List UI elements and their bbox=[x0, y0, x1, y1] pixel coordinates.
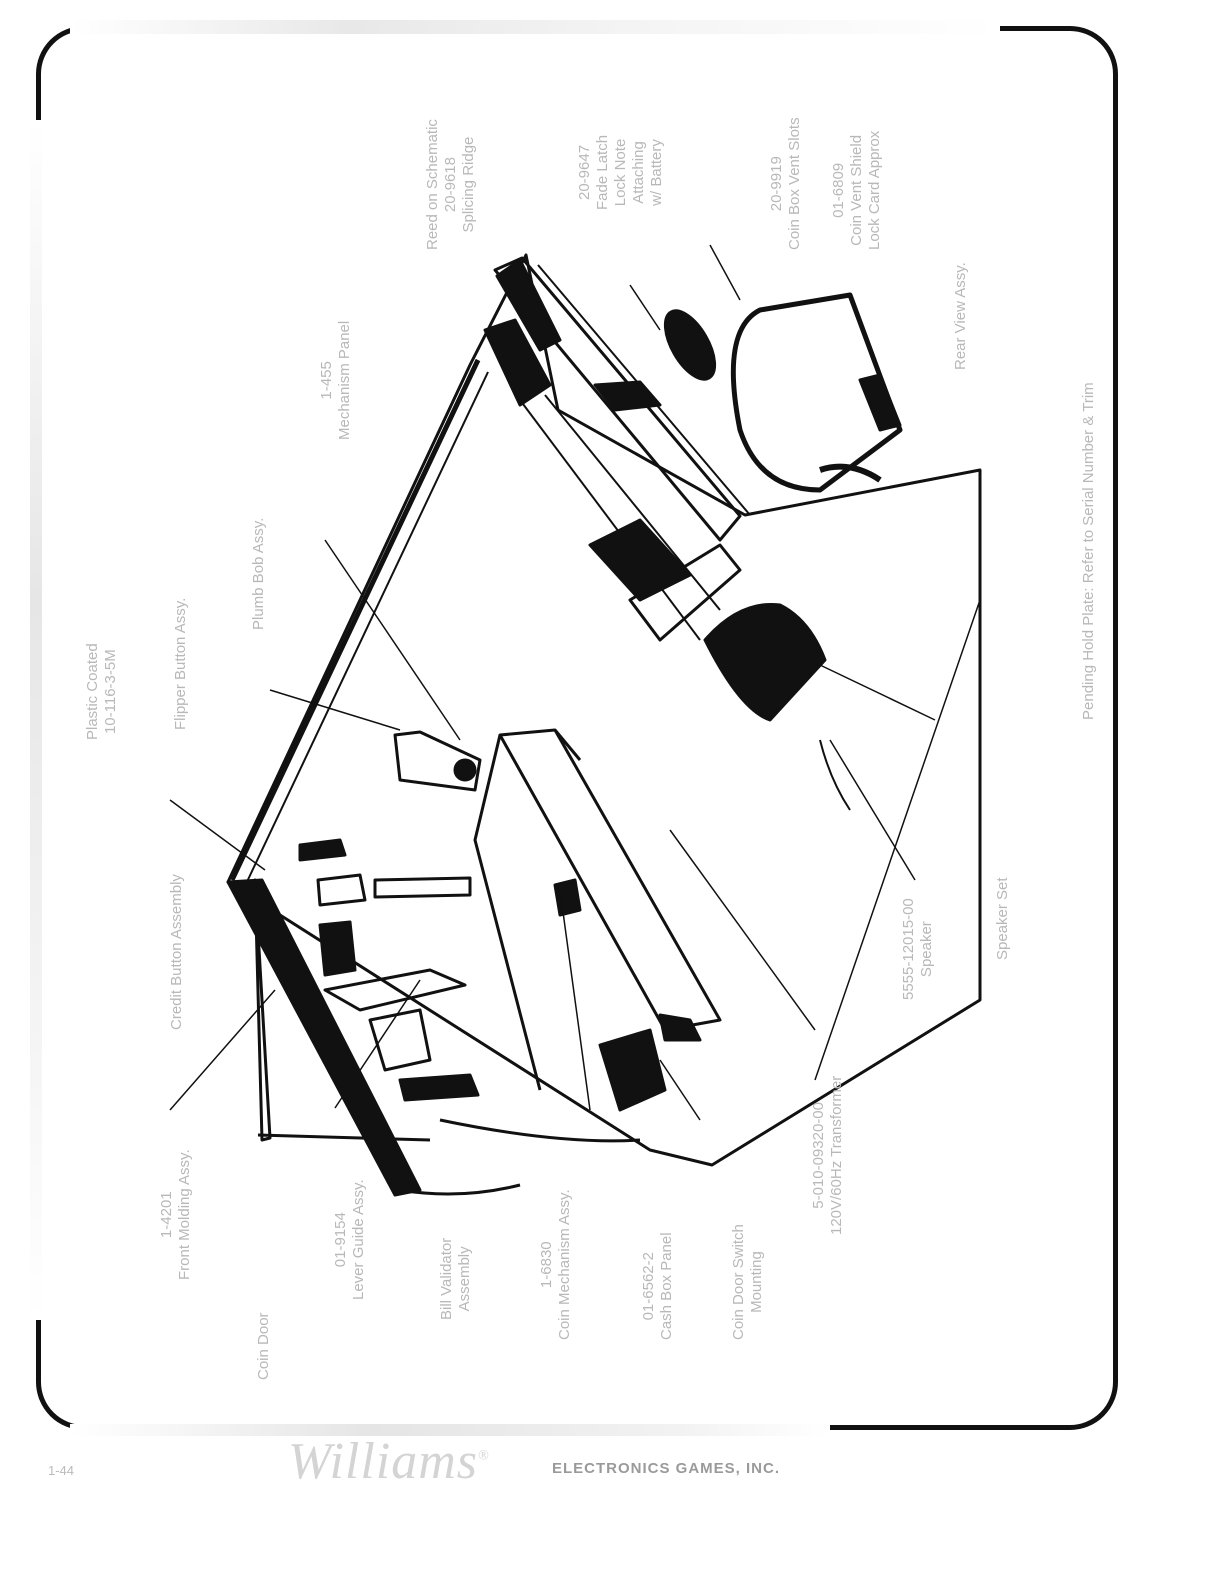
label-flipper-button: Flipper Button Assy. bbox=[172, 597, 189, 730]
cabinet-floor-outline bbox=[226, 253, 982, 1167]
scan-fade-left bbox=[30, 120, 42, 1320]
page-number: 1-44 bbox=[48, 1463, 75, 1478]
label-rear-view: Rear View Assy. bbox=[952, 262, 969, 370]
label-serial-plate: Pending Hold Plate: Refer to Serial Numb… bbox=[1080, 382, 1097, 720]
brand-logo: Williams® bbox=[288, 1433, 490, 1490]
label-speaker-set: Speaker Set bbox=[994, 877, 1011, 960]
label-plumb-bob: Plumb Bob Assy. bbox=[250, 517, 267, 630]
scan-fade-top bbox=[70, 20, 1000, 34]
scan-fade-bottom bbox=[70, 1424, 830, 1436]
label-credit-button: Credit Button Assembly bbox=[168, 874, 185, 1030]
company-name: ELECTRONICS GAMES, INC. bbox=[552, 1460, 781, 1477]
label-coin-door: Coin Door bbox=[255, 1312, 272, 1380]
